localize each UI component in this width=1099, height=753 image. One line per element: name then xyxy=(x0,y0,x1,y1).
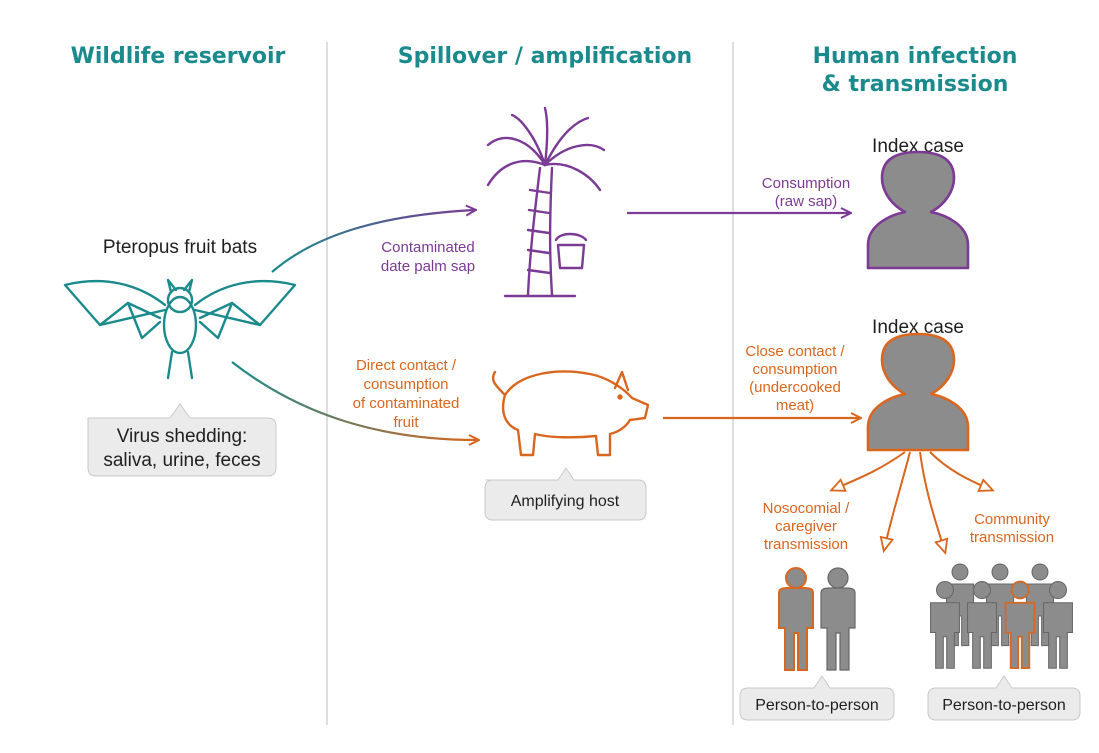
bat-icon xyxy=(63,278,297,380)
community-line2: transmission xyxy=(970,529,1054,546)
close-contact-line1: Close contact / xyxy=(745,343,845,360)
arrow-bat-to-palm xyxy=(271,210,475,273)
column-header-wildlife: Wildlife reservoir xyxy=(71,44,286,69)
consumption-line1: Consumption xyxy=(762,175,850,192)
person-to-person-box-right: Person-to-person xyxy=(927,675,1081,721)
consumption-line2: (raw sap) xyxy=(775,193,838,210)
nosocomial-line1: Nosocomial / xyxy=(763,500,851,517)
community-line1: Community xyxy=(974,511,1050,528)
amplifying-host-label: Amplifying host xyxy=(511,493,620,510)
sap-label-line1: Contaminated xyxy=(381,239,474,256)
person-icon xyxy=(866,332,970,452)
pig-icon xyxy=(491,370,650,457)
group-icon xyxy=(778,567,856,671)
sap-label-line2: date palm sap xyxy=(381,258,475,275)
contact-line1: Direct contact / xyxy=(356,357,457,374)
contact-line4: fruit xyxy=(393,414,419,431)
arrow-fan-4 xyxy=(929,451,992,490)
contact-line3: of contaminated xyxy=(353,395,460,412)
column-header-spillover: Spillover / amplification xyxy=(398,44,692,69)
shedding-line2: saliva, urine, feces xyxy=(103,450,260,471)
shedding-line1: Virus shedding: xyxy=(117,426,248,447)
index-case-top-label: Index case xyxy=(872,136,964,157)
shedding-callout: Virus shedding: saliva, urine, feces xyxy=(87,403,277,477)
index-case-bottom-label: Index case xyxy=(872,317,964,338)
nosocomial-line3: transmission xyxy=(764,536,848,553)
nosocomial-line2: caregiver xyxy=(775,518,837,535)
group-icon xyxy=(930,563,1073,670)
amplifying-host-callout: Amplifying host xyxy=(484,467,647,521)
contact-line2: consumption xyxy=(363,376,448,393)
palm-tree-icon xyxy=(486,106,606,298)
nosocomial-box-label: Person-to-person xyxy=(755,697,879,714)
close-contact-line4: meat) xyxy=(776,397,814,414)
column-header-human-line2: & transmission xyxy=(822,72,1009,97)
arrow-bat-to-pig xyxy=(231,361,478,440)
arrow-fan-3 xyxy=(919,451,945,552)
community-box-label: Person-to-person xyxy=(942,697,1066,714)
person-to-person-box-left: Person-to-person xyxy=(739,675,895,721)
column-header-human-line1: Human infection xyxy=(813,44,1018,69)
bat-label: Pteropus fruit bats xyxy=(103,237,257,258)
close-contact-line2: consumption xyxy=(752,361,837,378)
arrow-fan-1 xyxy=(832,451,906,490)
person-icon xyxy=(866,150,970,270)
arrow-fan-2 xyxy=(884,451,911,550)
close-contact-line3: (undercooked xyxy=(749,379,841,396)
